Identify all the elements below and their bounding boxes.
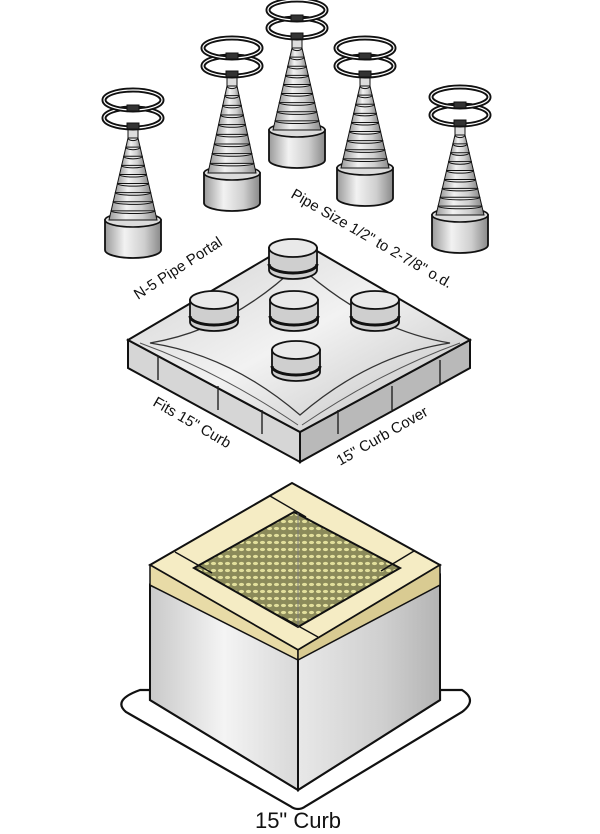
hose-clamp-icon (265, 0, 329, 23)
hose-clamp-icon (101, 87, 165, 113)
pipe-boots-group (101, 0, 492, 259)
cover-port-right (349, 290, 401, 332)
pipe-boot-icon-4 (333, 35, 397, 207)
curb-cover-icon (125, 238, 473, 464)
curb-icon (120, 481, 472, 811)
cover-port-top (267, 238, 319, 280)
curb-title: 15" Curb (255, 808, 341, 833)
cover-port-center (268, 290, 320, 332)
hose-clamp-icon (200, 35, 264, 61)
cover-port-bottom (270, 340, 322, 382)
cover-port-left (188, 290, 240, 332)
hose-clamp-icon (333, 35, 397, 61)
pipe-boot-icon-5 (428, 84, 492, 254)
hose-clamp-icon (428, 84, 492, 110)
cover-ports-group (188, 238, 401, 382)
pipe-boot-icon-3 (265, 0, 329, 169)
pipe-boot-icon-2 (200, 35, 264, 212)
pipe-boot-icon-1 (101, 87, 165, 259)
